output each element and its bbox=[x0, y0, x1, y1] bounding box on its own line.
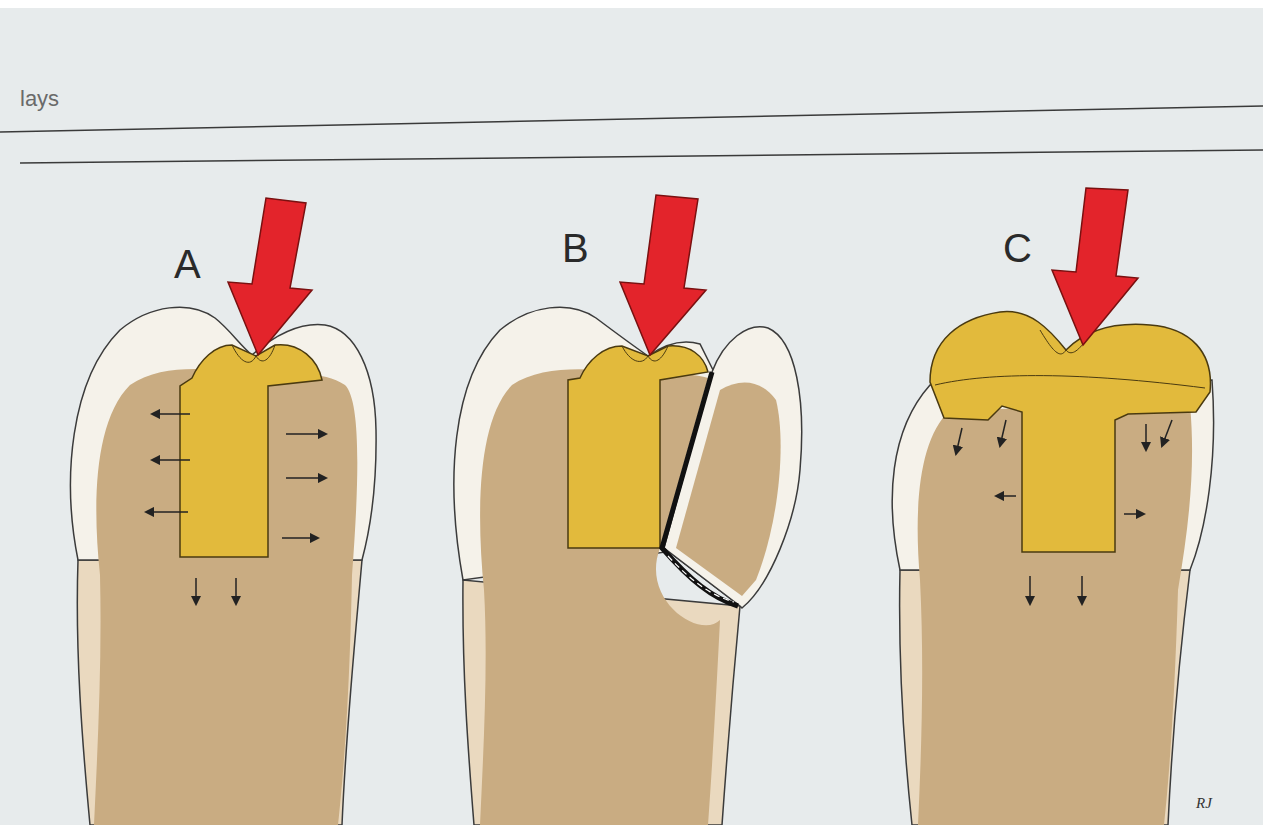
onlay-margin bbox=[935, 376, 1205, 388]
fracture-highlight bbox=[668, 556, 734, 602]
fissure bbox=[232, 345, 275, 362]
fracture-line bbox=[662, 372, 738, 606]
onlay bbox=[930, 312, 1210, 552]
fractured-dentin bbox=[676, 383, 781, 596]
page-rule bbox=[20, 150, 1263, 163]
slide-band bbox=[0, 0, 1263, 8]
tooth-a bbox=[71, 198, 377, 825]
force-arrows bbox=[146, 414, 326, 604]
panel-letter: B bbox=[562, 228, 589, 268]
panel-letter: C bbox=[1003, 228, 1032, 268]
panel-letter: A bbox=[174, 244, 201, 284]
inlay bbox=[180, 345, 322, 557]
load-arrow bbox=[620, 195, 706, 355]
inlay bbox=[568, 346, 708, 548]
page-rule bbox=[0, 106, 1263, 132]
fissure bbox=[622, 346, 668, 361]
force-arrows bbox=[956, 420, 1172, 604]
load-arrow bbox=[228, 198, 312, 355]
load-arrow bbox=[1052, 188, 1138, 345]
signature: RJ bbox=[1196, 796, 1212, 811]
tooth-c bbox=[892, 188, 1213, 825]
tooth-b bbox=[454, 195, 802, 825]
header-text: lays bbox=[20, 88, 59, 110]
